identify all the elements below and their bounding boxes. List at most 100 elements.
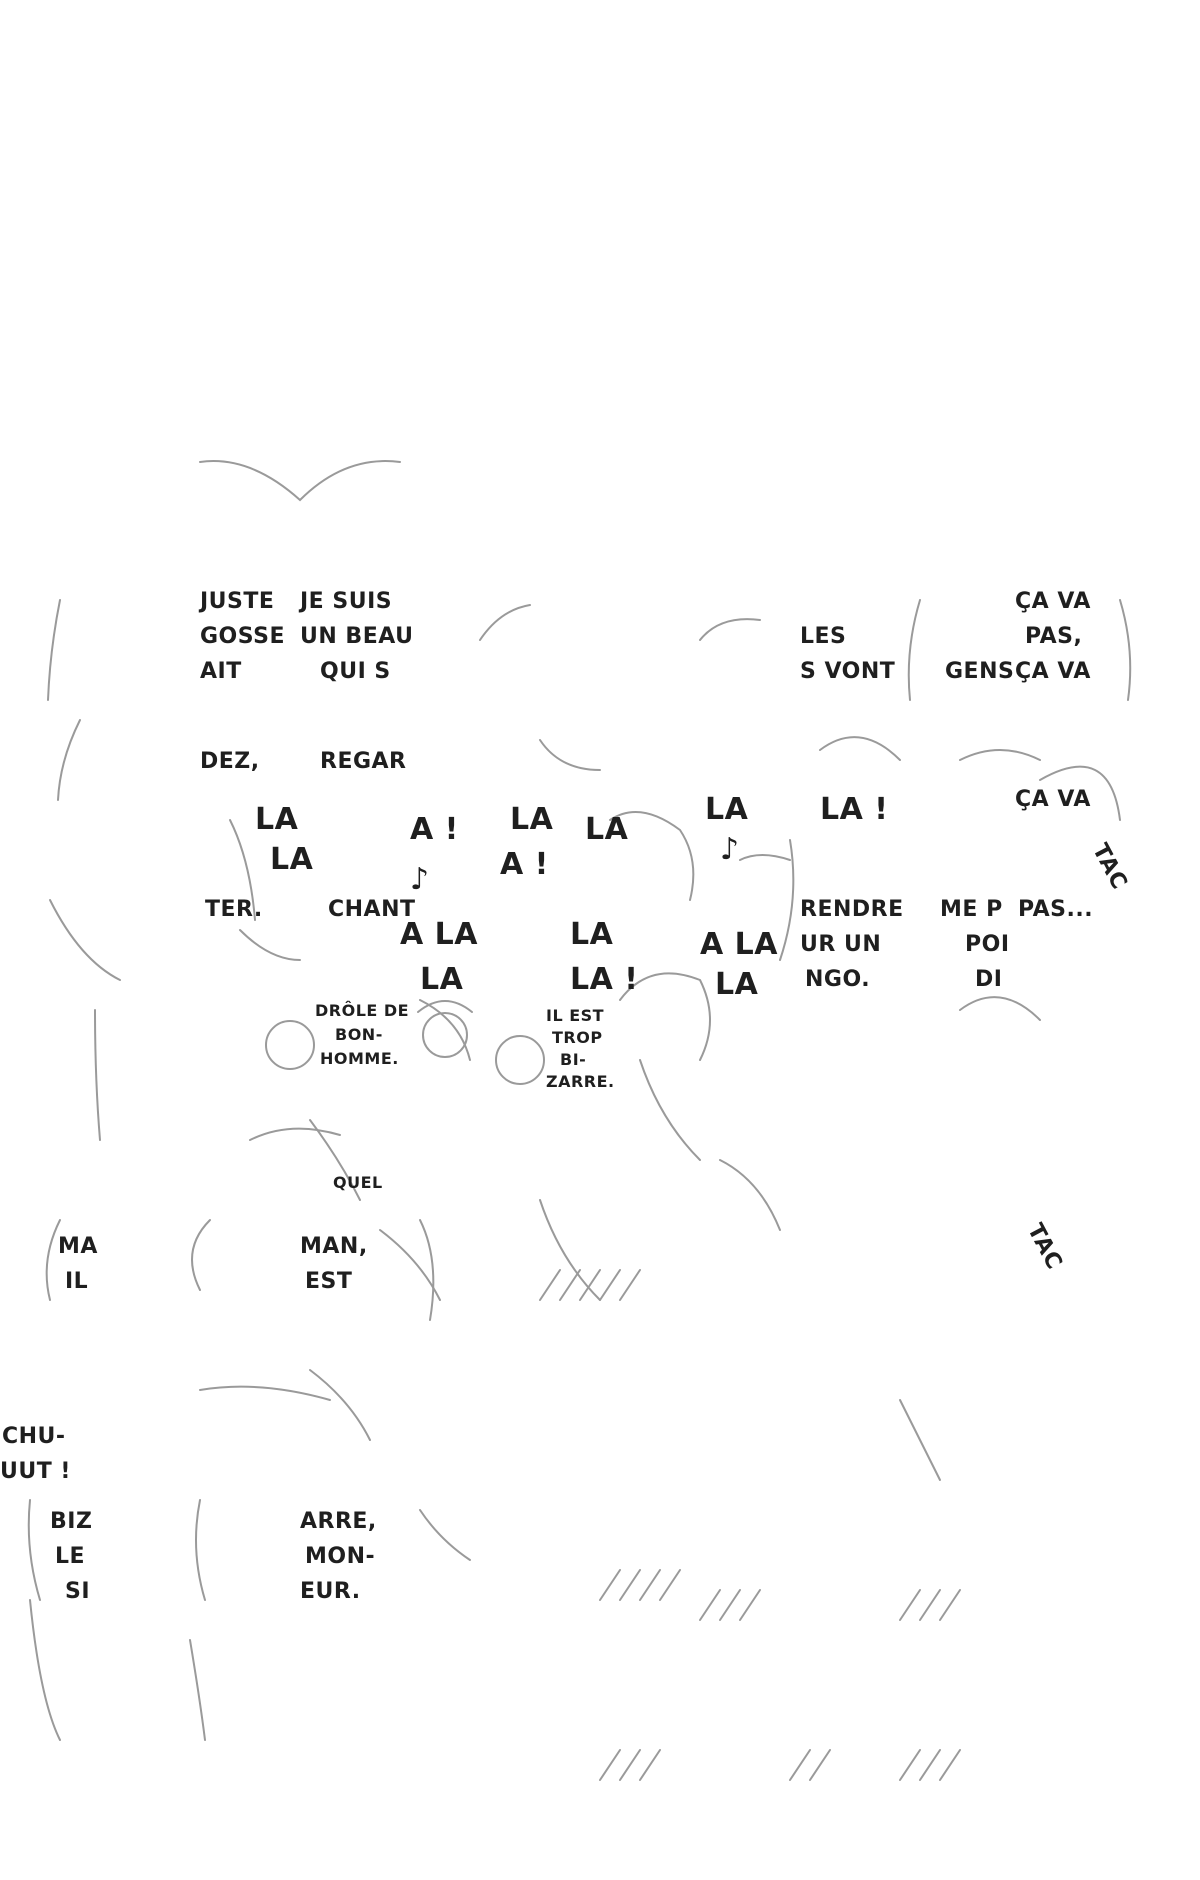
speech-bubble bbox=[47, 599, 61, 701]
speech-bubble bbox=[379, 1229, 441, 1301]
bubble-text: MAN, bbox=[300, 1234, 368, 1259]
bubble-text: AIT bbox=[200, 659, 242, 684]
speech-bubble bbox=[229, 819, 256, 921]
hatching bbox=[599, 1569, 681, 1601]
bubble-text: IL bbox=[65, 1269, 89, 1294]
hatching bbox=[599, 1749, 661, 1781]
hatching bbox=[899, 1589, 961, 1621]
bubble-text: UR UN bbox=[800, 932, 882, 957]
bubble-text: BON- bbox=[335, 1025, 383, 1044]
hatching bbox=[899, 1749, 961, 1781]
song-text: LA ! bbox=[570, 962, 639, 997]
speech-bubble bbox=[699, 618, 761, 641]
speech-bubble bbox=[94, 1009, 101, 1141]
speech-bubble bbox=[189, 1639, 206, 1741]
song-text: A ! bbox=[410, 812, 459, 847]
bubble-text: RENDRE bbox=[800, 897, 904, 922]
bubble-text: LE bbox=[55, 1544, 86, 1569]
speech-bubble bbox=[1039, 765, 1121, 821]
pencil-figure bbox=[959, 996, 1041, 1021]
bubble-text: EUR. bbox=[300, 1579, 361, 1604]
song-text: LA bbox=[705, 792, 749, 827]
bubble-text: ÇA VA bbox=[1015, 787, 1091, 812]
speech-bubble bbox=[309, 1119, 361, 1201]
speech-bubble bbox=[907, 599, 921, 701]
bubble-text: S VONT bbox=[800, 659, 896, 684]
song-text: LA bbox=[570, 917, 614, 952]
bubble-text: PAS... bbox=[1018, 897, 1094, 922]
song-text: A ! bbox=[500, 847, 549, 882]
song-text: LA ! bbox=[820, 792, 889, 827]
bubble-text: PAS, bbox=[1025, 624, 1083, 649]
pencil-face bbox=[265, 1020, 315, 1070]
speech-bubble bbox=[57, 719, 81, 801]
bubble-text: ARRE, bbox=[300, 1509, 377, 1534]
pencil-face bbox=[495, 1035, 545, 1085]
bubble-text: IL EST bbox=[546, 1006, 605, 1025]
bubble-text: MON- bbox=[305, 1544, 376, 1569]
speech-bubble bbox=[1119, 599, 1132, 701]
bubble-text: REGAR bbox=[320, 749, 407, 774]
song-text: LA bbox=[510, 802, 554, 837]
bubble-text: TER. bbox=[205, 897, 263, 922]
bubble-text: CHU- bbox=[2, 1424, 66, 1449]
speech-bubble bbox=[309, 1369, 371, 1441]
pencil-figure bbox=[419, 1509, 471, 1561]
song-text: LA bbox=[255, 802, 299, 837]
speech-bubble bbox=[739, 854, 791, 861]
pencil-line bbox=[199, 460, 401, 502]
bubble-text: ZARRE. bbox=[546, 1072, 615, 1091]
speech-bubble bbox=[819, 736, 901, 761]
bubble-text: ÇA VA bbox=[1015, 589, 1091, 614]
song-text: LA bbox=[420, 962, 464, 997]
speech-bubble bbox=[479, 604, 531, 641]
bubble-text: NGO. bbox=[805, 967, 871, 992]
hatching bbox=[789, 1749, 831, 1781]
bubble-text: ÇA VA bbox=[1015, 659, 1091, 684]
bubble-text: EST bbox=[305, 1269, 353, 1294]
bubble-text: DI bbox=[975, 967, 1003, 992]
speech-bubble bbox=[239, 929, 301, 961]
bubble-text: POI bbox=[965, 932, 1010, 957]
music-note: ♪ bbox=[410, 862, 430, 897]
bubble-text: UUT ! bbox=[0, 1459, 71, 1484]
bubble-text: DEZ, bbox=[200, 749, 260, 774]
pencil-figure bbox=[639, 1059, 701, 1161]
pencil-figure bbox=[619, 972, 711, 1061]
speech-bubble bbox=[195, 1499, 206, 1601]
speech-bubble bbox=[779, 839, 795, 961]
bubble-text: SI bbox=[65, 1579, 91, 1604]
pencil-figure bbox=[539, 1199, 601, 1301]
song-text: LA bbox=[715, 967, 759, 1002]
speech-bubble bbox=[27, 1499, 41, 1601]
bubble-text: ME P bbox=[940, 897, 1003, 922]
music-note: ♪ bbox=[720, 832, 740, 867]
song-text: A LA bbox=[700, 927, 778, 962]
speech-bubble bbox=[199, 1385, 331, 1401]
bubble-text: BI- bbox=[560, 1050, 587, 1069]
song-text: LA bbox=[270, 842, 314, 877]
hatching bbox=[539, 1269, 641, 1301]
speech-bubble bbox=[29, 1599, 61, 1741]
bubble-text: DRÔLE DE bbox=[315, 1001, 410, 1020]
pencil-figure bbox=[899, 1399, 941, 1481]
bubble-text: HOMME. bbox=[320, 1049, 399, 1068]
pencil-face bbox=[422, 1012, 468, 1058]
bubble-text: MA bbox=[58, 1234, 98, 1259]
bubble-text: QUI S bbox=[320, 659, 391, 684]
hatching bbox=[699, 1589, 761, 1621]
bubble-text: QUEL bbox=[333, 1173, 383, 1192]
bubble-text: TROP bbox=[552, 1028, 603, 1047]
bubble-text: GOSSE bbox=[200, 624, 285, 649]
speech-bubble bbox=[45, 1219, 61, 1301]
bubble-text: JUSTE bbox=[200, 589, 275, 614]
speech-bubble bbox=[249, 1127, 341, 1141]
pencil-face bbox=[417, 1000, 473, 1013]
song-text: LA bbox=[585, 812, 629, 847]
bubble-text: UN BEAU bbox=[300, 624, 414, 649]
speech-bubble bbox=[959, 749, 1041, 761]
pencil-figure bbox=[719, 1159, 781, 1231]
speech-bubble bbox=[191, 1219, 211, 1291]
